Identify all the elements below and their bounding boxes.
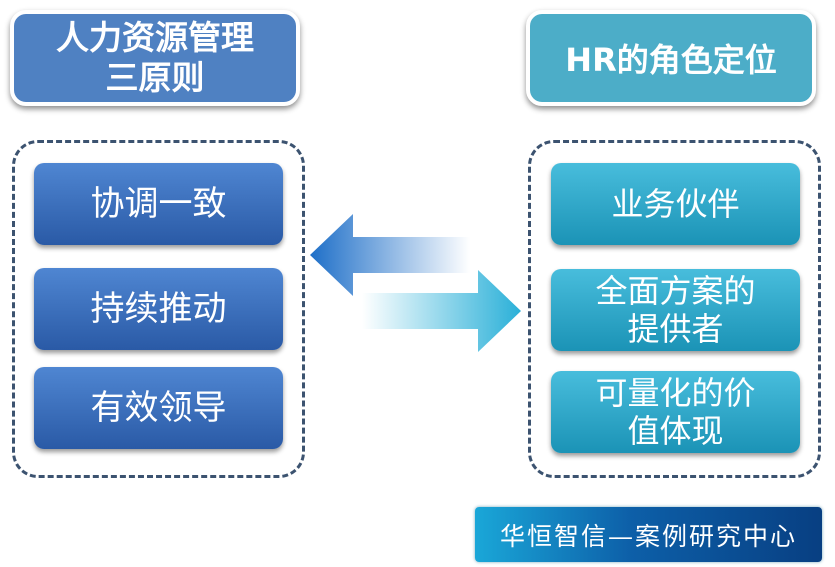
principle-item: 协调一致 — [34, 163, 283, 245]
principle-label: 持续推动 — [90, 289, 227, 329]
principle-item: 有效领导 — [34, 367, 283, 449]
left-arrow-icon — [310, 214, 470, 296]
left-header: 人力资源管理三原则 — [10, 10, 300, 106]
role-item: 业务伙伴 — [551, 163, 800, 245]
role-label-line: 可量化的价 — [595, 374, 756, 412]
right-arrow-icon — [362, 270, 521, 352]
right-group-frame — [528, 140, 821, 478]
right-header: HR的角色定位 — [526, 10, 816, 106]
role-label-line: 提供者 — [627, 310, 724, 348]
left-header-line1: 人力资源管理 — [56, 18, 254, 57]
principle-label: 有效领导 — [90, 388, 227, 428]
left-header-line2: 三原则 — [105, 58, 205, 97]
role-label: 业务伙伴 — [611, 185, 740, 223]
company-logo-banner: 华恒智信—案例研究中心 — [475, 507, 822, 562]
role-label-line: 值体现 — [627, 412, 724, 450]
role-item: 可量化的价值体现 — [551, 371, 800, 453]
logo-text: 华恒智信—案例研究中心 — [499, 521, 797, 551]
principle-item: 持续推动 — [34, 268, 283, 350]
left-group-frame — [12, 140, 305, 478]
role-label-line: 全面方案的 — [595, 272, 756, 310]
right-header-title: HR的角色定位 — [565, 41, 777, 79]
role-item: 全面方案的提供者 — [551, 269, 800, 351]
principle-label: 协调一致 — [90, 184, 227, 224]
